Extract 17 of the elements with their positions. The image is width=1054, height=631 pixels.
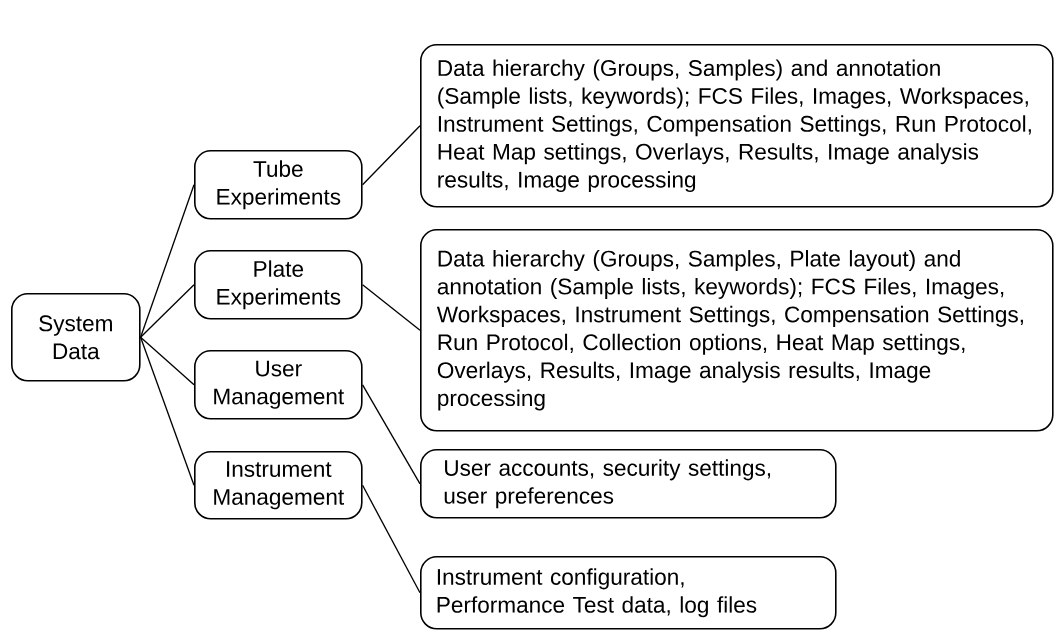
connector-line: [361, 484, 421, 594]
category-box: Plate Experiments: [194, 250, 363, 320]
connector-line: [361, 284, 421, 331]
connector-line: [139, 336, 195, 386]
connector-line: [139, 284, 195, 338]
category-box: User Management: [194, 350, 363, 420]
connector-line: [361, 384, 421, 485]
connector-line: [139, 336, 195, 486]
category-box: Instrument Management: [194, 451, 363, 520]
detail-box: User accounts, security settings, user preferences: [420, 449, 837, 519]
detail-box: Data hierarchy (Groups, Samples) and annotation (Sample lists, keywords); FCS Files, Images, Workspaces, Instrument Settings, Compensation Settings, Run Protocol, Heat Map settings, Overlays, Results, Image analysis results, Image processing: [420, 44, 1054, 208]
connector-line: [139, 184, 195, 338]
root-box: System Data: [11, 293, 141, 382]
detail-box: Instrument configuration, Performance Test data, log files: [420, 556, 837, 630]
detail-box: Data hierarchy (Groups, Samples, Plate layout) and annotation (Sample lists, keywords); FCS Files, Images, Workspaces, Instrument Settings, Compensation Settings, Run Protocol, Collection options, Heat Map settings, Overlays, Results, Image analysis results, Image processing: [420, 229, 1054, 432]
category-box: Tube Experiments: [194, 150, 363, 220]
connector-line: [361, 125, 421, 186]
